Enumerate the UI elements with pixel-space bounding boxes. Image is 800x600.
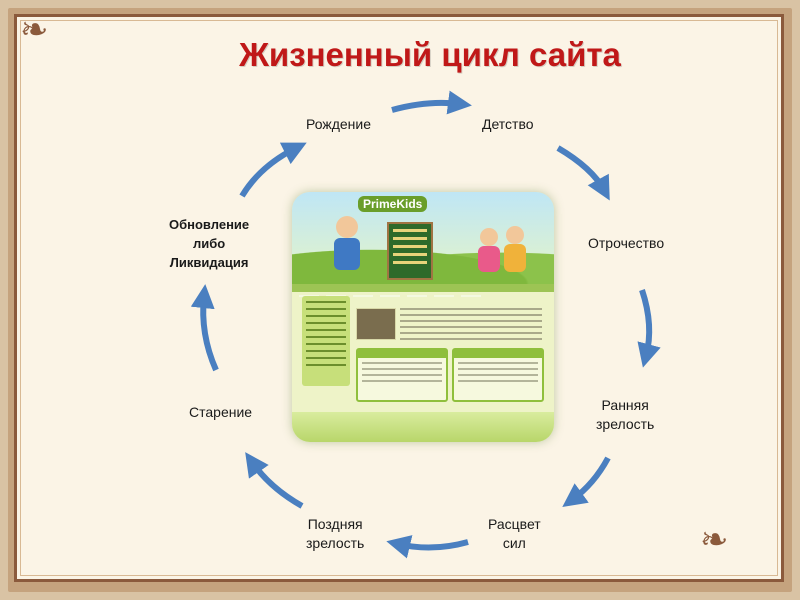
stage-renewal-label: Обновление либо Ликвидация [169,217,250,270]
kid-right-1-icon [480,228,498,246]
arrow-renewal-to-birth [239,142,307,198]
site-menu-board [387,222,433,280]
stage-early-maturity-label: Ранняя зрелость [596,397,655,432]
stage-childhood-label: Детство [482,116,534,132]
stage-adolescence-label: Отрочество [588,235,665,251]
kid-left-body-icon [334,238,360,270]
stage-late-maturity-label: Поздняя зрелость [306,516,365,551]
stage-aging-label: Старение [189,404,253,420]
site-nav [292,284,554,297]
stage-birth-label: Рождение [306,116,372,132]
site-logo: PrimeKids [358,196,428,212]
arrow-early-maturity-to-prime [562,456,611,508]
arrow-birth-to-childhood [391,90,472,115]
arrow-adolescence-to-early-maturity [637,289,661,368]
site-header: PrimeKids [292,192,554,284]
arrow-aging-to-renewal [190,284,219,372]
site-text [400,304,542,344]
slide-title: Жизненный цикл сайта [239,36,621,73]
website-screenshot: PrimeKids [292,192,554,442]
site-photo [356,308,396,340]
stage-prime-label: Расцвет сил [488,516,541,551]
top-left-ornament-icon: ❧ [20,11,49,49]
kid-right-1-body-icon [478,246,500,272]
site-footer [292,412,554,442]
arrow-childhood-to-adolescence [556,145,610,201]
kid-left-icon [336,216,358,238]
arrow-prime-to-late-maturity [386,535,469,559]
site-sidebar [302,296,350,386]
bottom-right-ornament-icon: ❧ [700,521,729,559]
site-box-left [356,348,448,402]
arrow-late-maturity-to-aging [245,452,304,509]
site-box-right [452,348,544,402]
inner-border [20,20,778,576]
kid-right-2-body-icon [504,244,526,272]
site-main [356,296,546,404]
kid-right-2-icon [506,226,524,244]
